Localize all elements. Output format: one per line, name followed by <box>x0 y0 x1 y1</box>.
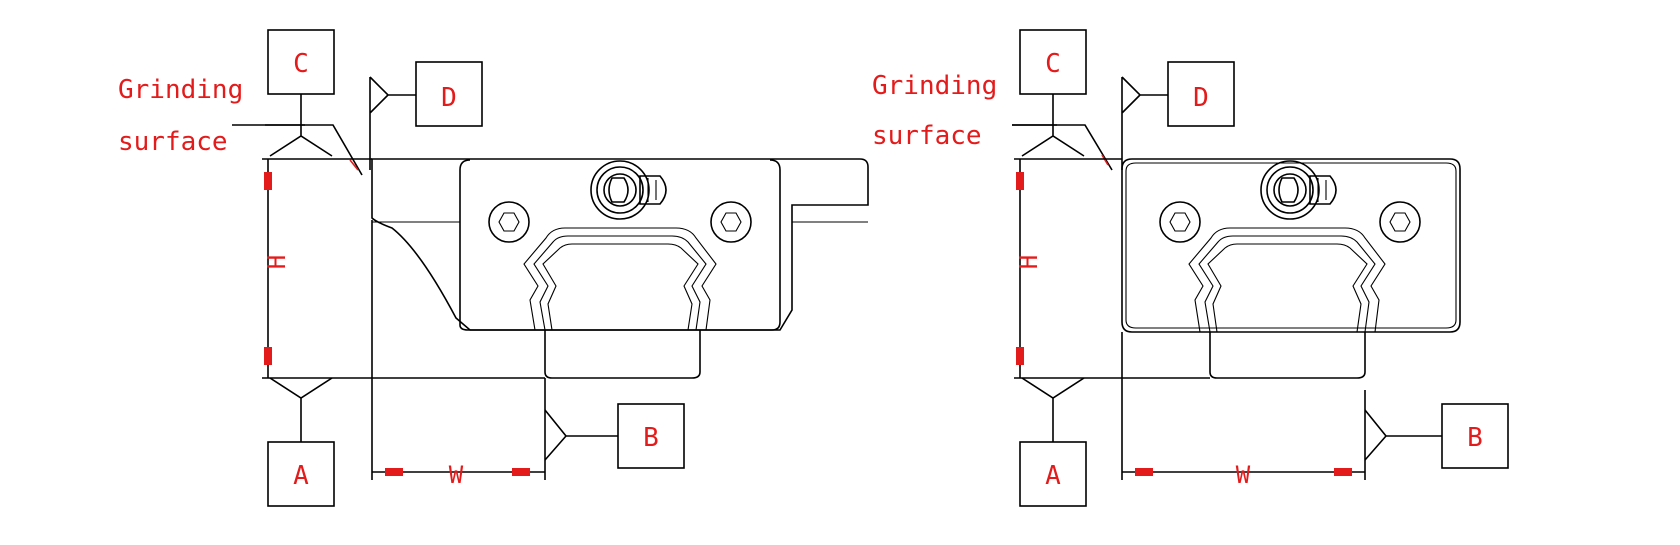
grinding-note-line2: surface <box>872 121 982 151</box>
grinding-note-line2: surface <box>118 127 228 157</box>
track-profile-outer <box>1188 227 1386 333</box>
grinding-note-line1: Grinding <box>118 75 243 105</box>
track-profile-inner2 <box>542 243 699 331</box>
h-dimension-label: H <box>1015 255 1043 269</box>
grinding-leader <box>232 124 363 176</box>
bolt-hole-right <box>1379 201 1421 243</box>
bolt-hole-left <box>488 201 530 243</box>
datum-b-label: B <box>643 423 659 453</box>
w-arrow-left <box>385 468 403 476</box>
datum-a-leader <box>1021 377 1085 442</box>
block-outline <box>371 158 869 331</box>
block-center-body <box>459 159 781 331</box>
datum-a-label: A <box>293 461 309 491</box>
grinding-arrowhead <box>349 159 359 171</box>
datum-a-leader <box>269 377 333 442</box>
h-arrow-bottom <box>264 347 272 365</box>
h-arrow-top <box>1016 172 1024 190</box>
datum-d-leader <box>369 76 416 170</box>
block-outline <box>1121 158 1461 333</box>
w-arrow-right <box>1334 468 1352 476</box>
datum-b-leader <box>544 409 618 461</box>
datum-c-box <box>1019 29 1087 95</box>
track-profile-inner <box>533 235 707 331</box>
datum-d-box <box>1167 61 1235 127</box>
w-arrow-right <box>512 468 530 476</box>
h-arrow-bottom <box>1016 347 1024 365</box>
datum-b-leader <box>1364 409 1442 461</box>
grease-nipple <box>1260 160 1337 220</box>
grinding-arrowhead <box>1101 154 1109 166</box>
w-dimension-label: W <box>1236 461 1251 489</box>
track-profile-inner <box>1198 235 1376 333</box>
rail-outline <box>1209 332 1366 379</box>
bolt-hole-left <box>1159 201 1201 243</box>
datum-d-leader <box>1121 76 1168 170</box>
datum-d-label: D <box>1193 83 1209 113</box>
datum-a-box <box>1019 441 1087 507</box>
grinding-leader <box>1012 124 1113 171</box>
grinding-note-line1: Grinding <box>872 71 997 101</box>
h-dimension-label: H <box>263 255 291 269</box>
w-arrow-left <box>1135 468 1153 476</box>
view-left: Grinding surface C D <box>118 29 869 507</box>
grease-nipple <box>590 160 667 220</box>
bolt-hole-right <box>710 201 752 243</box>
block-inner-border <box>1125 162 1457 329</box>
datum-a-label: A <box>1045 461 1061 491</box>
datum-b-label: B <box>1467 423 1483 453</box>
rail-outline <box>544 330 701 379</box>
track-profile-outer <box>523 227 717 331</box>
datum-a-box <box>267 441 335 507</box>
datum-d-label: D <box>441 83 457 113</box>
datum-c-label: C <box>1045 49 1061 79</box>
datum-c-box <box>267 29 335 95</box>
view-right: Grinding surface C D <box>872 29 1509 507</box>
h-arrow-top <box>264 172 272 190</box>
track-profile-inner2 <box>1207 243 1368 333</box>
datum-c-label: C <box>293 49 309 79</box>
datum-b-box <box>1441 403 1509 469</box>
w-dimension-label: W <box>449 461 464 489</box>
datum-d-box <box>415 61 483 127</box>
datum-b-box <box>617 403 685 469</box>
